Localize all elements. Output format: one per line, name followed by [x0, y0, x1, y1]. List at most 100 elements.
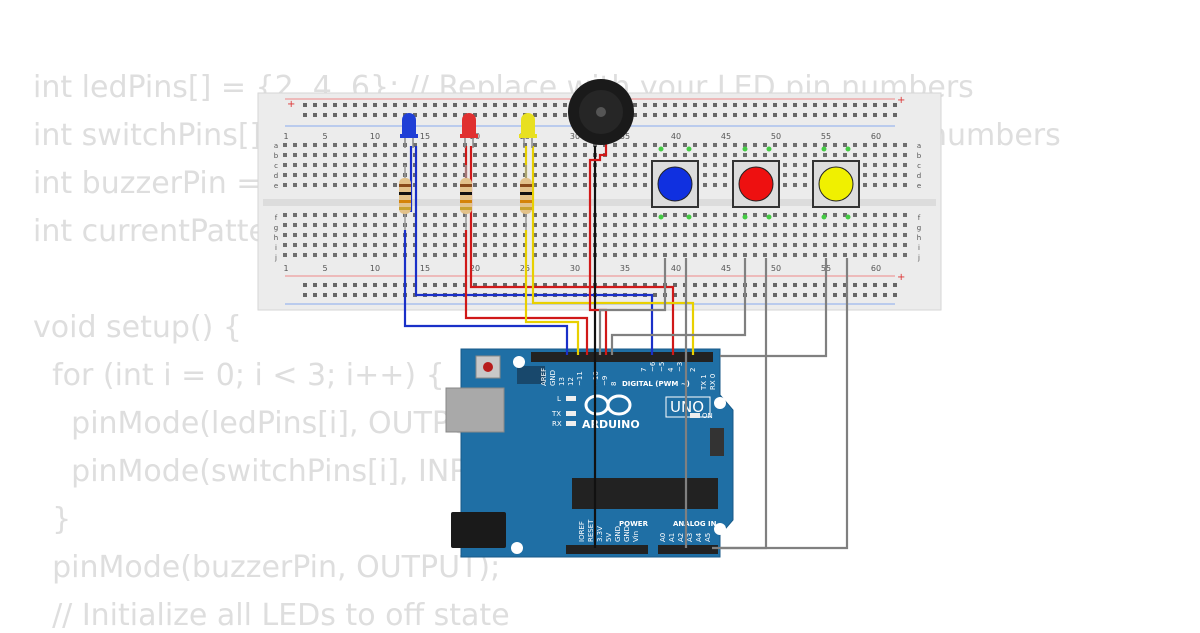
wire-gray	[712, 258, 849, 550]
led-label: L	[557, 395, 561, 403]
pin-label: A3	[686, 533, 694, 542]
column-number: 40	[671, 264, 681, 273]
on-label: ON	[702, 412, 713, 420]
row-letter: i	[918, 244, 920, 252]
code-line: // Initialize all LEDs to off state	[33, 598, 510, 633]
pin-label: GND	[614, 526, 622, 542]
push-button-blue[interactable]	[651, 146, 699, 220]
column-number: 15	[420, 264, 430, 273]
pin-label: A4	[695, 532, 703, 542]
wires	[403, 143, 849, 550]
led-label: TX	[551, 410, 561, 418]
row-letter: i	[275, 244, 277, 252]
pin-label: 12	[567, 377, 575, 386]
wire-yellow	[531, 146, 695, 355]
led-yellow[interactable]	[519, 113, 537, 148]
pin-label: ~3	[676, 362, 684, 372]
pin-label: ~6	[649, 361, 657, 372]
row-letter: h	[917, 234, 921, 242]
pin-label: 4	[667, 367, 675, 372]
pin-label: 8	[610, 382, 618, 386]
pin-label: TX 1	[700, 374, 708, 391]
row-letter: h	[274, 234, 278, 242]
push-button-yellow[interactable]	[812, 146, 860, 220]
rail-plus-symbol: +	[897, 272, 905, 283]
resistor[interactable]	[399, 165, 411, 230]
column-number: 1	[283, 264, 288, 273]
row-letter: b	[917, 152, 922, 160]
pin-label: RX 0	[709, 374, 717, 390]
pin-label: ~5	[658, 362, 666, 372]
pin-label: Vin	[632, 531, 640, 542]
code-line: pinMode(buzzerPin, OUTPUT);	[33, 550, 501, 585]
column-number: 30	[570, 132, 580, 141]
column-number: 60	[871, 132, 881, 141]
column-number: 45	[721, 264, 731, 273]
wire-blue	[403, 230, 569, 355]
digital-label: DIGITAL (PWM ~)	[622, 380, 690, 388]
pin-label: A5	[704, 533, 712, 542]
column-number: 5	[322, 132, 327, 141]
row-letter: c	[917, 162, 921, 170]
row-letter: g	[274, 224, 278, 232]
buzzer[interactable]	[568, 79, 634, 145]
row-letter: e	[917, 182, 921, 190]
row-letter: f	[918, 214, 921, 222]
column-number: 50	[771, 264, 781, 273]
code-line: void setup() {	[33, 310, 242, 345]
push-button-red[interactable]	[732, 146, 780, 220]
row-letter: f	[275, 214, 278, 222]
brand-label: ARDUINO	[582, 418, 640, 431]
column-number: 15	[420, 132, 430, 141]
resistor[interactable]	[520, 165, 532, 230]
column-number: 1	[283, 132, 288, 141]
pin-label: AREF	[540, 368, 548, 386]
led-label: RX	[552, 420, 562, 428]
column-number: 10	[370, 132, 380, 141]
pin-label: A0	[659, 533, 667, 542]
code-line: }	[33, 502, 72, 537]
wire-gray	[598, 258, 667, 355]
arduino-uno-board[interactable]: AREF GND 13 12 ~11 ~10 ~9 8 7 ~6 ~5 4 ~3…	[445, 348, 734, 558]
resistor[interactable]	[460, 165, 472, 230]
pin-label: 7	[640, 368, 648, 372]
row-letter: a	[274, 142, 278, 150]
column-number: 20	[470, 264, 480, 273]
pin-label: 13	[558, 377, 566, 386]
column-number: 30	[570, 264, 580, 273]
wire-red	[469, 146, 675, 355]
column-number: 35	[620, 132, 630, 141]
column-number: 50	[771, 132, 781, 141]
wire-yellow	[524, 230, 580, 355]
row-letter: d	[917, 172, 921, 180]
column-number: 55	[821, 132, 831, 141]
row-letter: j	[917, 254, 920, 262]
pin-label: 3.3V	[596, 526, 604, 542]
led-red[interactable]	[460, 113, 478, 148]
row-letter: g	[917, 224, 921, 232]
pin-label: A1	[668, 533, 676, 542]
pin-label: GND	[549, 370, 557, 386]
column-number: 10	[370, 264, 380, 273]
column-number: 45	[721, 132, 731, 141]
column-number: 40	[671, 132, 681, 141]
pin-label: ~9	[601, 376, 609, 386]
code-line: int buzzerPin = 8;	[33, 166, 301, 201]
row-letter: b	[274, 152, 279, 160]
pin-label: RESET	[587, 519, 595, 542]
led-blue[interactable]	[400, 113, 418, 148]
code-line: for (int i = 0; i < 3; i++) {	[33, 358, 445, 393]
pin-label: ~11	[576, 371, 584, 386]
column-number: 5	[322, 264, 327, 273]
wire-gray	[720, 258, 828, 358]
rail-plus-symbol: +	[287, 99, 295, 110]
column-number: 60	[871, 264, 881, 273]
rail-plus-symbol: +	[897, 95, 905, 106]
wire-gray	[610, 258, 747, 355]
pin-label: A2	[677, 533, 685, 542]
analog-label: ANALOG IN	[673, 520, 717, 528]
row-letter: e	[274, 182, 278, 190]
row-letter: j	[274, 254, 277, 262]
